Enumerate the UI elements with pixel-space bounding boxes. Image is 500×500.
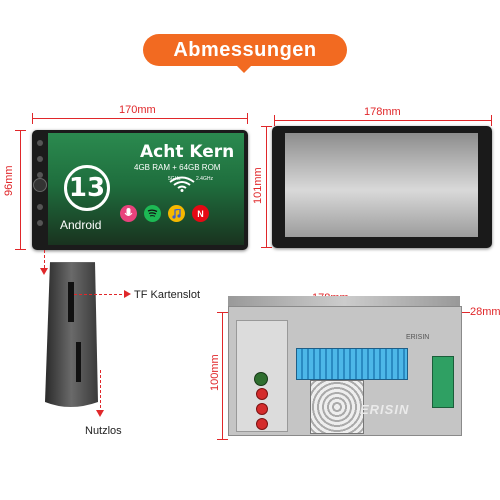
red-knob-icon	[256, 388, 268, 400]
back-small-brand: ERISIN	[406, 334, 430, 341]
panel-height-tick-bottom	[261, 247, 272, 248]
netflix-letter: N	[197, 208, 204, 219]
front-width-line	[32, 118, 248, 119]
panel-width-line	[274, 120, 492, 121]
android-label: Android	[60, 218, 102, 232]
navi-button-icon	[37, 220, 43, 226]
useless-label: Nutzlos	[85, 425, 122, 437]
cooling-fan-icon	[310, 380, 364, 434]
tf-slot-label: TF Kartenslot	[134, 289, 201, 301]
section-title-banner: Abmessungen	[143, 34, 347, 66]
red-knobs	[256, 388, 268, 430]
panel-height-line	[266, 126, 267, 248]
screen-spec: 4GB RAM + 64GB ROM	[134, 163, 221, 172]
home-button-icon	[37, 156, 43, 162]
back-depth-label: 28mm	[470, 306, 500, 318]
red-knob-icon	[256, 418, 268, 430]
banner-pointer	[235, 64, 253, 73]
slot-pointer-line	[74, 294, 126, 295]
blue-connector-strip	[296, 348, 408, 380]
screen-title: Acht Kern	[140, 142, 235, 162]
app-icons-row: N	[120, 205, 209, 222]
red-knob-icon	[256, 403, 268, 415]
front-width-label: 170mm	[119, 104, 156, 116]
panel-width-tick-right	[491, 115, 492, 126]
useless-pointer-line	[100, 370, 101, 412]
banner-title: Abmessungen	[173, 38, 317, 61]
wifi-label-5ghz: 5GHz	[168, 176, 181, 182]
spotify-app-icon	[144, 205, 161, 222]
useless-pointer-arrow-icon	[96, 410, 104, 417]
panel-width-label: 178mm	[364, 106, 401, 118]
panel-screen	[285, 133, 478, 237]
closeup-connector-arrow-icon	[40, 268, 48, 275]
front-width-tick-right	[247, 113, 248, 124]
brand-watermark-logo: ERISIN	[360, 402, 410, 417]
panel-height-tick-top	[261, 126, 272, 127]
back-button-icon	[37, 172, 43, 178]
front-side-buttons	[36, 140, 44, 240]
back-height-label: 100mm	[209, 354, 221, 391]
wifi-label-24ghz: 2.4GHz	[196, 176, 213, 182]
music-app-icon	[168, 205, 185, 222]
side-slot-closeup	[45, 262, 98, 407]
volume-knob-icon	[33, 178, 47, 192]
slot-pointer-arrow-icon	[124, 290, 131, 298]
microphone-app-icon	[120, 205, 137, 222]
back-height-tick-bottom	[217, 439, 228, 440]
green-connector-icon	[432, 356, 454, 408]
ground-terminal-icon	[254, 372, 268, 386]
netflix-app-icon: N	[192, 205, 209, 222]
front-height-tick-top	[15, 130, 26, 131]
back-height-line	[222, 312, 223, 440]
power-button-icon	[37, 140, 43, 146]
front-height-label: 96mm	[3, 165, 15, 196]
front-height-tick-bottom	[15, 249, 26, 250]
front-height-line	[20, 130, 21, 250]
android-version-badge: 13	[64, 165, 110, 211]
volume-button-icon	[37, 204, 43, 210]
panel-height-label: 101mm	[252, 167, 264, 204]
front-width-tick-left	[32, 113, 33, 124]
back-height-tick-top	[217, 312, 228, 313]
wifi-icon	[169, 176, 195, 192]
closeup-connector-line	[44, 250, 45, 270]
panel-width-tick-left	[274, 115, 275, 126]
